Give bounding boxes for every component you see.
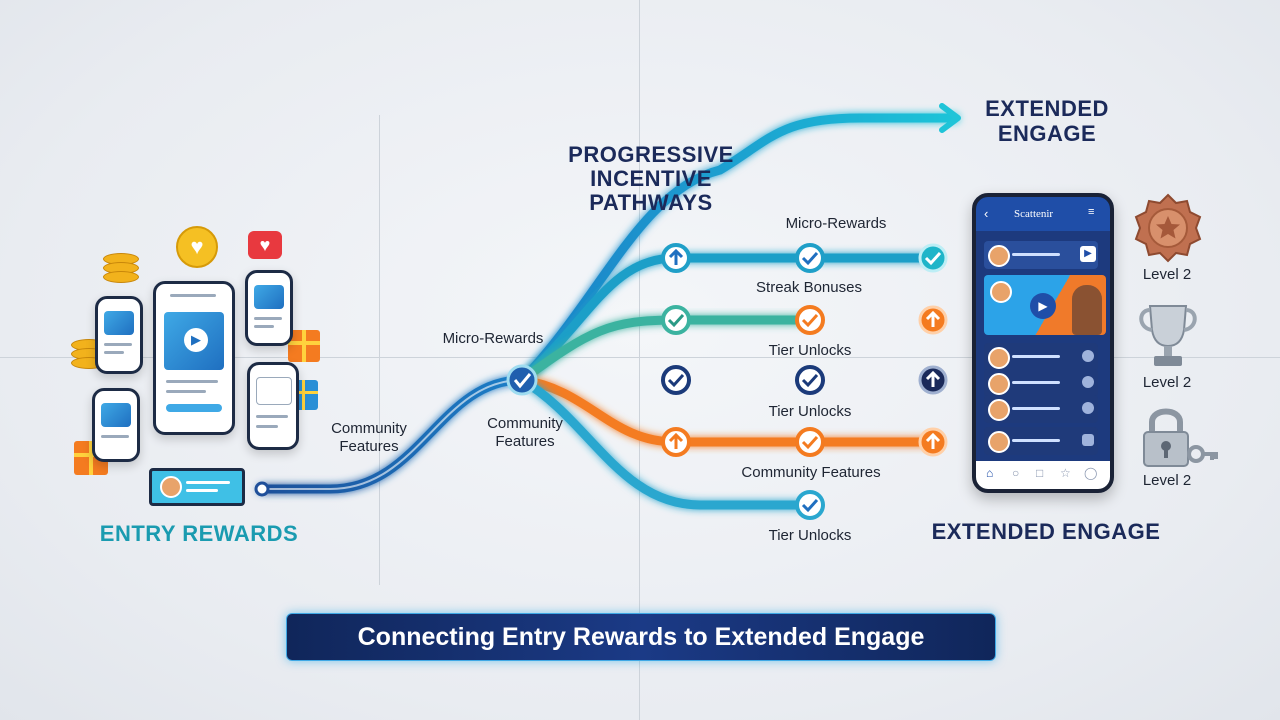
heart-coin-icon: ♥ [176, 226, 218, 268]
phone-main: ▶ [153, 281, 235, 435]
avatar [990, 281, 1012, 303]
bottom-banner: Connecting Entry Rewards to Extended Eng… [286, 613, 996, 661]
avatar [988, 347, 1010, 369]
user-card [149, 468, 245, 506]
label-community-features-lower: Community Features [741, 464, 881, 481]
label-micro-rewards-mid: Micro-Rewards [442, 330, 544, 347]
node-r3-end [918, 365, 948, 395]
video-card[interactable]: ▶ [984, 275, 1106, 335]
node-r4-up [661, 427, 691, 457]
guide-vertical-2 [639, 0, 640, 720]
label-community-left-2: Features [339, 438, 399, 455]
node-r4-check [795, 427, 825, 457]
menu-icon[interactable]: ≡ [1088, 206, 1095, 218]
title-extended-line-1: EXTENDED [985, 96, 1109, 121]
node-r2-end [918, 305, 948, 335]
label-streak-bonuses: Streak Bonuses [756, 279, 862, 296]
title-line-1: PROGRESSIVE [568, 142, 734, 167]
app-list: ▶ ▶ [976, 231, 1110, 461]
node-r5-check [795, 490, 825, 520]
app-tabbar: ⌂ ○ □ ☆ ◯ [976, 461, 1110, 489]
path-tier-unlocks-3 [517, 375, 815, 510]
node-r1-up [661, 243, 691, 273]
title-extended-engage-bottom: EXTENDED ENGAGE [931, 519, 1161, 544]
phone-small-left-bottom [92, 388, 140, 462]
app-phone: ‹ Scattenir ≡ ▶ ▶ [972, 193, 1114, 493]
home-icon[interactable]: ⌂ [986, 466, 994, 480]
node-r3-check [661, 365, 691, 395]
play-icon[interactable]: ▶ [1080, 246, 1096, 262]
title-line-2: INCENTIVE [590, 166, 712, 191]
title-entry-rewards: ENTRY REWARDS [99, 521, 299, 546]
label-community-mid: Community Features [474, 415, 576, 451]
coin-icon [103, 271, 139, 283]
chat-icon[interactable]: □ [1036, 466, 1044, 480]
banner-text: Connecting Entry Rewards to Extended Eng… [357, 623, 925, 651]
avatar [160, 476, 182, 498]
title-extended-engage-top: EXTENDED ENGAGE [968, 96, 1126, 146]
phone-small-left-top [95, 296, 143, 374]
search-icon[interactable]: ○ [1012, 466, 1020, 480]
badge-label-3: Level 2 [1142, 472, 1192, 489]
app-header-title: Scattenir [1014, 208, 1054, 220]
list-item[interactable] [984, 395, 1098, 423]
minus-icon[interactable] [1082, 350, 1094, 362]
node-hub [506, 364, 538, 396]
phone-small-right-top [245, 270, 293, 346]
gift-icon [288, 330, 320, 362]
person-avatar [1072, 285, 1102, 335]
label-micro-rewards-top: Micro-Rewards [785, 215, 887, 232]
label-community-mid-2: Features [495, 433, 555, 450]
node-r1-check [795, 243, 825, 273]
back-icon[interactable]: ‹ [984, 206, 989, 221]
avatar [988, 399, 1010, 421]
label-community-left-1: Community [331, 420, 407, 437]
badge-label-2: Level 2 [1142, 374, 1192, 391]
node-start [254, 481, 270, 497]
guide-horizontal-1 [0, 357, 1280, 358]
heart-notification-icon: ♥ [248, 231, 282, 259]
title-line-3: PATHWAYS [589, 190, 713, 215]
path-extended-arrow [517, 113, 960, 385]
minus-icon[interactable] [1082, 434, 1094, 446]
play-icon: ▶ [184, 328, 208, 352]
app-header: ‹ Scattenir ≡ [976, 197, 1110, 231]
phone-small-right-bottom [247, 362, 299, 450]
bronze-star-medal-icon [1134, 193, 1202, 263]
avatar [988, 373, 1010, 395]
list-item[interactable] [984, 369, 1098, 397]
badge-label-1: Level 2 [1142, 266, 1192, 283]
title-progressive-pathways: PROGRESSIVE INCENTIVE PATHWAYS [545, 143, 757, 215]
minus-icon[interactable] [1082, 376, 1094, 388]
list-item[interactable] [984, 427, 1098, 455]
avatar [988, 245, 1010, 267]
node-r3-check-2 [795, 365, 825, 395]
node-r4-end [918, 427, 948, 457]
label-community-left: Community Features [318, 420, 420, 456]
star-icon[interactable]: ☆ [1060, 466, 1071, 480]
minus-icon[interactable] [1082, 402, 1094, 414]
label-tier-unlocks-2: Tier Unlocks [768, 403, 852, 420]
play-icon[interactable]: ▶ [1030, 293, 1056, 319]
guide-vertical-1 [379, 115, 380, 585]
silver-trophy-icon [1139, 305, 1197, 366]
list-item[interactable] [984, 343, 1098, 371]
node-r2-check-orange [795, 305, 825, 335]
label-tier-unlocks-1: Tier Unlocks [768, 342, 852, 359]
label-tier-unlocks-3: Tier Unlocks [768, 527, 852, 544]
node-r1-end [918, 243, 948, 273]
profile-icon[interactable]: ◯ [1084, 466, 1098, 480]
label-community-mid-1: Community [487, 415, 563, 432]
avatar [988, 431, 1010, 453]
list-item[interactable]: ▶ [984, 241, 1098, 269]
title-extended-line-2: ENGAGE [997, 121, 1097, 146]
node-r2-check [661, 305, 691, 335]
padlock-key-icon [1143, 408, 1218, 467]
